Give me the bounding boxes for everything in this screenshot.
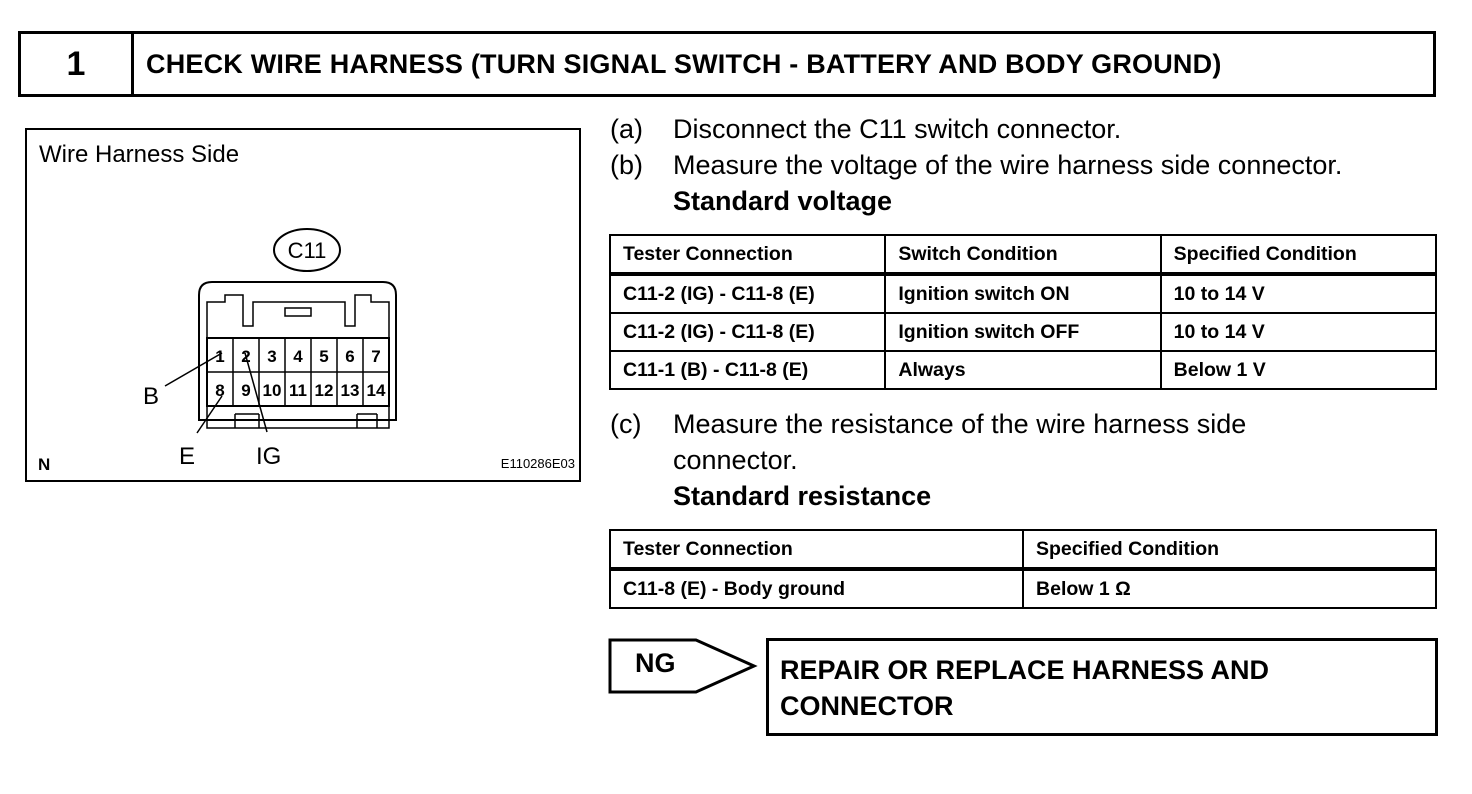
pin-9: 9 — [241, 381, 250, 400]
label-e: E — [179, 443, 195, 470]
step-text-b: Measure the voltage of the wire harness … — [673, 150, 1343, 180]
header-tester-connection: Tester Connection — [608, 234, 887, 276]
table-cell: Ignition switch OFF — [884, 312, 1162, 352]
label-b: B — [143, 383, 159, 410]
pin-14: 14 — [367, 381, 386, 400]
pin-10: 10 — [263, 381, 282, 400]
table-cell: C11-2 (IG) - C11-8 (E) — [608, 273, 887, 314]
table-header-row: Tester Connection Specified Condition — [608, 529, 1437, 571]
connector-diagram: Wire Harness Side C11 1 2 3 4 5 6 7 8 — [38, 141, 575, 474]
resistance-table: Tester Connection Specified Condition C1… — [608, 529, 1437, 609]
pin-3: 3 — [267, 347, 276, 366]
table-cell: 10 to 14 V — [1159, 273, 1438, 314]
ng-arrow-icon — [608, 638, 758, 694]
step-text-a: Disconnect the C11 switch connector. — [673, 114, 1122, 144]
ng-label: NG — [635, 648, 676, 678]
step-letter-a: (a) — [610, 114, 643, 144]
connector-housing — [198, 281, 397, 421]
table-cell: 10 to 14 V — [1159, 312, 1438, 352]
step-text-c-line1: Measure the resistance of the wire harne… — [673, 409, 1247, 439]
connector-id-label: C11 — [288, 238, 327, 263]
pin-12: 12 — [315, 381, 334, 400]
pin-13: 13 — [341, 381, 360, 400]
header-tester-connection: Tester Connection — [608, 529, 1025, 571]
table-cell: C11-2 (IG) - C11-8 (E) — [608, 312, 887, 352]
table-cell: Below 1 Ω — [1022, 568, 1437, 609]
pin-1: 1 — [215, 347, 224, 366]
figure-code: E110286E03 — [501, 456, 575, 471]
connector-id-oval — [273, 228, 341, 272]
pin-11: 11 — [289, 381, 307, 400]
voltage-table: Tester Connection Switch Condition Speci… — [608, 234, 1438, 390]
standard-voltage-label: Standard voltage — [673, 186, 893, 216]
label-ig: IG — [256, 443, 281, 470]
result-line-1: REPAIR OR REPLACE HARNESS AND — [780, 655, 1270, 685]
header-specified-condition: Specified Condition — [1159, 234, 1438, 276]
ng-result-box: REPAIR OR REPLACE HARNESS AND CONNECTOR — [766, 638, 1438, 736]
header-specified-condition: Specified Condition — [1022, 529, 1437, 571]
standard-resistance-label: Standard resistance — [673, 481, 932, 511]
pin-4: 4 — [293, 347, 303, 366]
corner-mark: N — [38, 455, 50, 474]
step-letter-b: (b) — [610, 150, 643, 180]
table-cell: Below 1 V — [1159, 350, 1438, 390]
connector-illustration: Wire Harness Side C11 1 2 3 4 5 6 7 8 — [25, 128, 581, 482]
step-header: 1 CHECK WIRE HARNESS (TURN SIGNAL SWITCH… — [18, 31, 1436, 97]
table-row: C11-2 (IG) - C11-8 (E) Ignition switch O… — [608, 273, 1438, 314]
step-number: 1 — [21, 34, 134, 94]
connector-lock-tab — [284, 307, 312, 317]
table-row: C11-1 (B) - C11-8 (E) Always Below 1 V — [608, 350, 1438, 390]
pin-5: 5 — [319, 347, 328, 366]
step-title: CHECK WIRE HARNESS (TURN SIGNAL SWITCH -… — [146, 48, 1222, 79]
table-row: C11-2 (IG) - C11-8 (E) Ignition switch O… — [608, 312, 1438, 352]
figure-caption: Wire Harness Side — [39, 141, 239, 168]
table-cell: Ignition switch ON — [884, 273, 1162, 314]
table-cell: C11-8 (E) - Body ground — [608, 568, 1025, 609]
pin-8: 8 — [215, 381, 224, 400]
table-header-row: Tester Connection Switch Condition Speci… — [608, 234, 1438, 276]
table-cell: C11-1 (B) - C11-8 (E) — [608, 350, 887, 390]
header-switch-condition: Switch Condition — [884, 234, 1162, 276]
table-cell: Always — [884, 350, 1162, 390]
step-letter-c: (c) — [610, 409, 642, 439]
step-text-c-line2: connector. — [673, 445, 798, 475]
table-row: C11-8 (E) - Body ground Below 1 Ω — [608, 568, 1437, 609]
pin-6: 6 — [345, 347, 354, 366]
result-line-2: CONNECTOR — [780, 691, 954, 721]
connector-latch — [206, 294, 390, 338]
pin-7: 7 — [371, 347, 380, 366]
